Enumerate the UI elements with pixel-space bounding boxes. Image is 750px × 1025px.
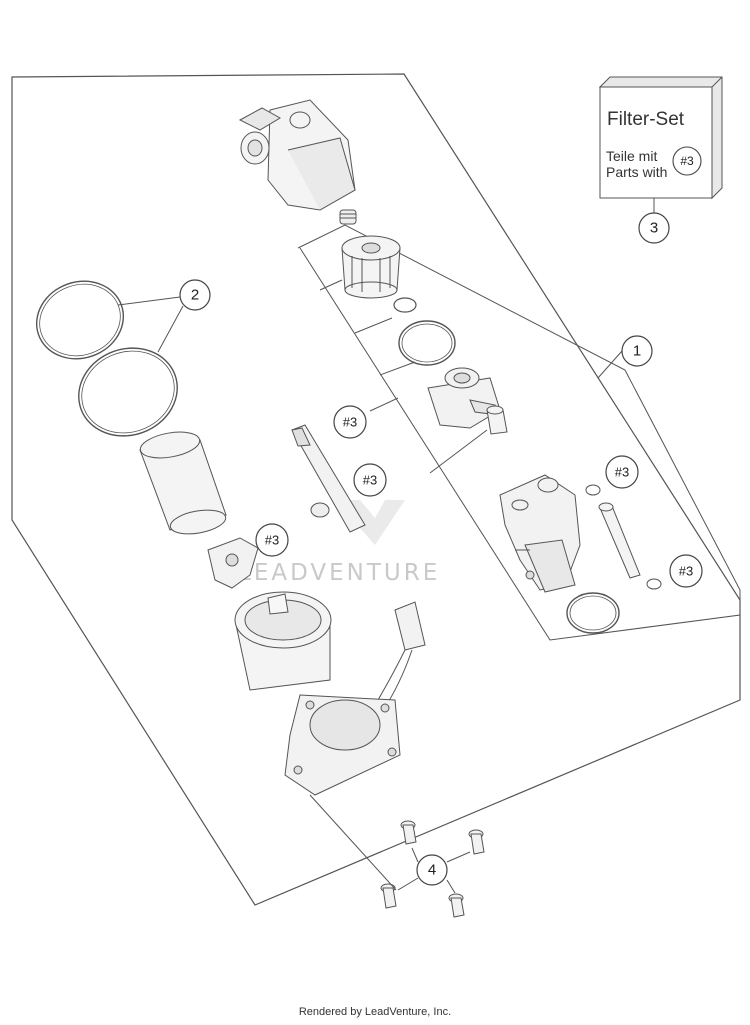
large-o-ring-right (566, 592, 620, 634)
o-ring-large-1-inner (39, 283, 121, 357)
strainer-plate (291, 424, 366, 533)
svg-text:#3: #3 (615, 465, 629, 480)
washer-right-bottom (646, 578, 662, 590)
bracket-group-1 (297, 224, 741, 641)
fuel-tube (598, 502, 641, 579)
footer-credit: Rendered by LeadVenture, Inc. (298, 1006, 452, 1018)
fuel-filter (341, 235, 401, 299)
svg-text:#3: #3 (363, 473, 377, 488)
large-o-ring-right-inner (569, 595, 617, 631)
cylinder-sleeve (139, 431, 227, 535)
callout-1: 1 (621, 335, 653, 367)
filter-set-box: Filter-Set Teile mit Parts with #3 (598, 76, 723, 200)
clip-ring (310, 502, 330, 518)
filter-set-ref: #3 (680, 154, 694, 168)
svg-text:4: 4 (428, 862, 436, 879)
medium-o-ring-inner (401, 323, 453, 363)
svg-text:#3: #3 (265, 533, 279, 548)
small-o-ring (393, 297, 417, 313)
fuel-pump-motor (499, 474, 581, 593)
o-ring-large-2 (78, 347, 178, 437)
callout-ref-a: #3 (333, 405, 367, 439)
svg-text:3: 3 (650, 220, 658, 237)
washer-right-top (585, 484, 601, 496)
callout-ref-d: #3 (605, 455, 639, 489)
callout-ref-b: #3 (353, 463, 387, 497)
callout-ref-e: #3 (669, 554, 703, 588)
svg-text:#3: #3 (343, 415, 357, 430)
filter-set-ref-circle (672, 146, 702, 176)
small-tube (486, 405, 508, 435)
bolt (448, 893, 465, 918)
svg-text:1: 1 (633, 343, 641, 360)
svg-text:#3: #3 (679, 564, 693, 579)
pump-bucket (234, 591, 332, 691)
assembly-frame (11, 73, 741, 906)
svg-text:2: 2 (191, 287, 199, 304)
pressure-regulator (427, 367, 501, 429)
bolt (468, 829, 485, 855)
callout-4: 4 (416, 854, 448, 886)
pump-flange (284, 694, 401, 796)
leader-lines (117, 198, 655, 894)
filter-set-title: Filter-Set (607, 109, 685, 130)
spring (339, 209, 357, 225)
retaining-clip (207, 537, 259, 589)
o-ring-large-2-inner (81, 350, 175, 434)
bolt (380, 883, 397, 909)
callout-2: 2 (179, 279, 211, 311)
callout-ref-c: #3 (255, 523, 289, 557)
filter-set-line-2: Parts with (606, 164, 667, 180)
callout-3: 3 (638, 212, 670, 244)
watermark-text: LEADVENTURE (238, 560, 440, 586)
connector-cable (374, 601, 426, 713)
filter-set-line-1: Teile mit (606, 148, 657, 164)
medium-o-ring (398, 320, 456, 366)
bolt (400, 820, 417, 845)
pump-housing-top (238, 99, 356, 211)
